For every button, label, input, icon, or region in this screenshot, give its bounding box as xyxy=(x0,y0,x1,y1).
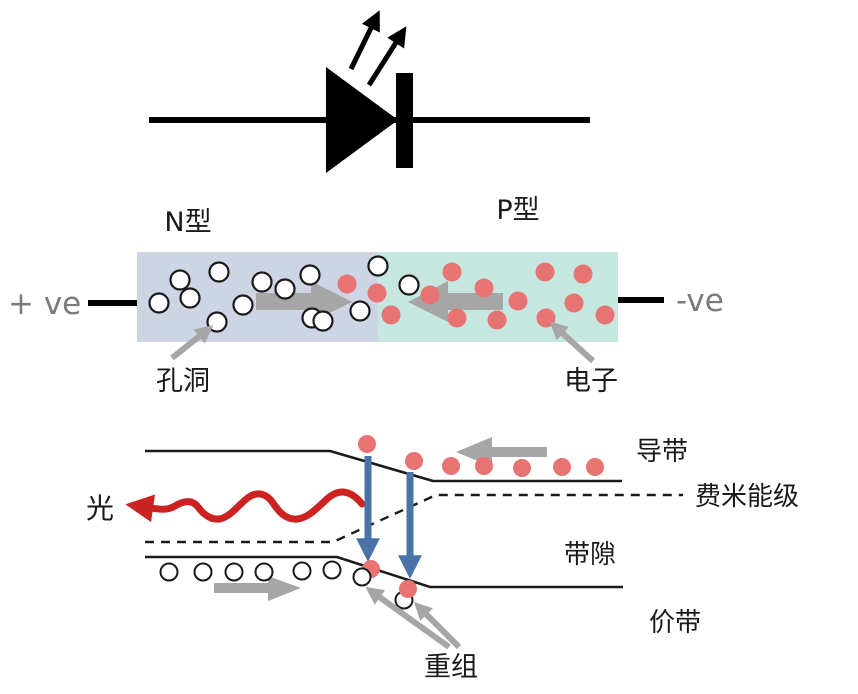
hole-particle xyxy=(159,562,179,582)
hole-particle xyxy=(251,271,273,293)
hole-particle xyxy=(179,287,201,309)
electron-particle xyxy=(553,458,571,476)
conduction-electrons-group xyxy=(358,435,604,477)
hole-particle xyxy=(312,310,334,332)
conduction-band-line xyxy=(145,449,622,483)
valence-band-line xyxy=(145,555,623,589)
diode-cathode-bar xyxy=(396,73,413,168)
negative-terminal-label: -ve xyxy=(676,283,724,319)
recombination-pointer-arrow-icon xyxy=(413,601,462,650)
light-label: 光 xyxy=(86,492,114,525)
electron-particle xyxy=(573,264,593,284)
conduction-electron-flow-arrow-icon xyxy=(456,437,547,467)
electron-particle xyxy=(474,278,494,298)
electron-particle xyxy=(442,457,460,475)
electron-particle xyxy=(399,580,417,598)
electron-particle xyxy=(586,458,604,476)
electron-particle xyxy=(358,435,376,453)
electron-particle xyxy=(536,308,556,328)
hole-particle xyxy=(398,274,420,296)
electron-particle xyxy=(405,452,423,470)
light-wave-arrow-icon xyxy=(125,488,366,523)
valence-hole-flow-arrow-icon xyxy=(214,576,301,601)
electron-particle xyxy=(337,274,357,294)
electron-particle xyxy=(381,305,401,325)
electron-particle xyxy=(487,310,507,330)
hole-particle xyxy=(274,278,296,300)
holes-group xyxy=(148,255,420,333)
fermi-level-label: 费米能级 xyxy=(695,482,799,512)
led-circuit-symbol xyxy=(149,10,590,173)
electron-particle xyxy=(420,285,440,305)
electron-particle xyxy=(508,291,528,311)
pn-junction-diagram: N型 P型 + ve -ve xyxy=(8,195,724,397)
recombination-label: 重组 xyxy=(424,652,478,683)
hole-particle xyxy=(292,561,312,581)
hole-particle xyxy=(299,264,321,286)
hole-particle xyxy=(206,311,228,333)
valence-band-label: 价带 xyxy=(649,608,701,638)
holes-pointer-arrow-icon xyxy=(170,325,214,361)
holes-label: 孔洞 xyxy=(156,366,210,397)
electron-particle xyxy=(595,305,615,325)
hole-particle xyxy=(232,294,254,316)
conduction-band-label: 导带 xyxy=(636,437,688,467)
recombination-pair xyxy=(352,560,380,587)
hole-particle xyxy=(148,292,170,314)
recombination-pair xyxy=(394,580,417,610)
light-emission-arrow-icon xyxy=(366,26,407,87)
hole-particle xyxy=(224,562,244,582)
electron-particle xyxy=(367,283,387,303)
positive-terminal-label: + ve xyxy=(8,286,81,322)
hole-particle xyxy=(367,255,389,277)
band-gap-label: 带隙 xyxy=(564,540,616,570)
light-emission-arrow-icon xyxy=(348,10,380,71)
hole-particle xyxy=(208,261,230,283)
hole-particle xyxy=(349,300,371,322)
fermi-level-line xyxy=(145,493,683,544)
hole-particle xyxy=(254,562,274,582)
electron-particle xyxy=(475,457,493,475)
hole-particle xyxy=(169,269,191,291)
electron-particle xyxy=(535,262,555,282)
electrons-pointer-arrow-icon xyxy=(549,321,596,364)
valence-holes-group xyxy=(159,560,342,582)
hole-particle xyxy=(352,567,372,587)
electron-particle xyxy=(513,459,531,477)
n-type-label: N型 xyxy=(164,207,211,238)
hole-particle xyxy=(322,560,342,580)
electrons-group xyxy=(337,262,615,330)
p-type-label: P型 xyxy=(496,195,539,226)
hole-particle xyxy=(193,562,213,582)
electron-particle xyxy=(442,262,462,282)
electron-particle xyxy=(564,293,584,313)
electrons-label: 电子 xyxy=(564,366,618,397)
electron-particle xyxy=(447,308,467,328)
energy-band-diagram: 光 xyxy=(86,435,799,683)
diode-triangle xyxy=(326,67,398,173)
recombination-pointer-arrow-icon xyxy=(365,586,451,650)
